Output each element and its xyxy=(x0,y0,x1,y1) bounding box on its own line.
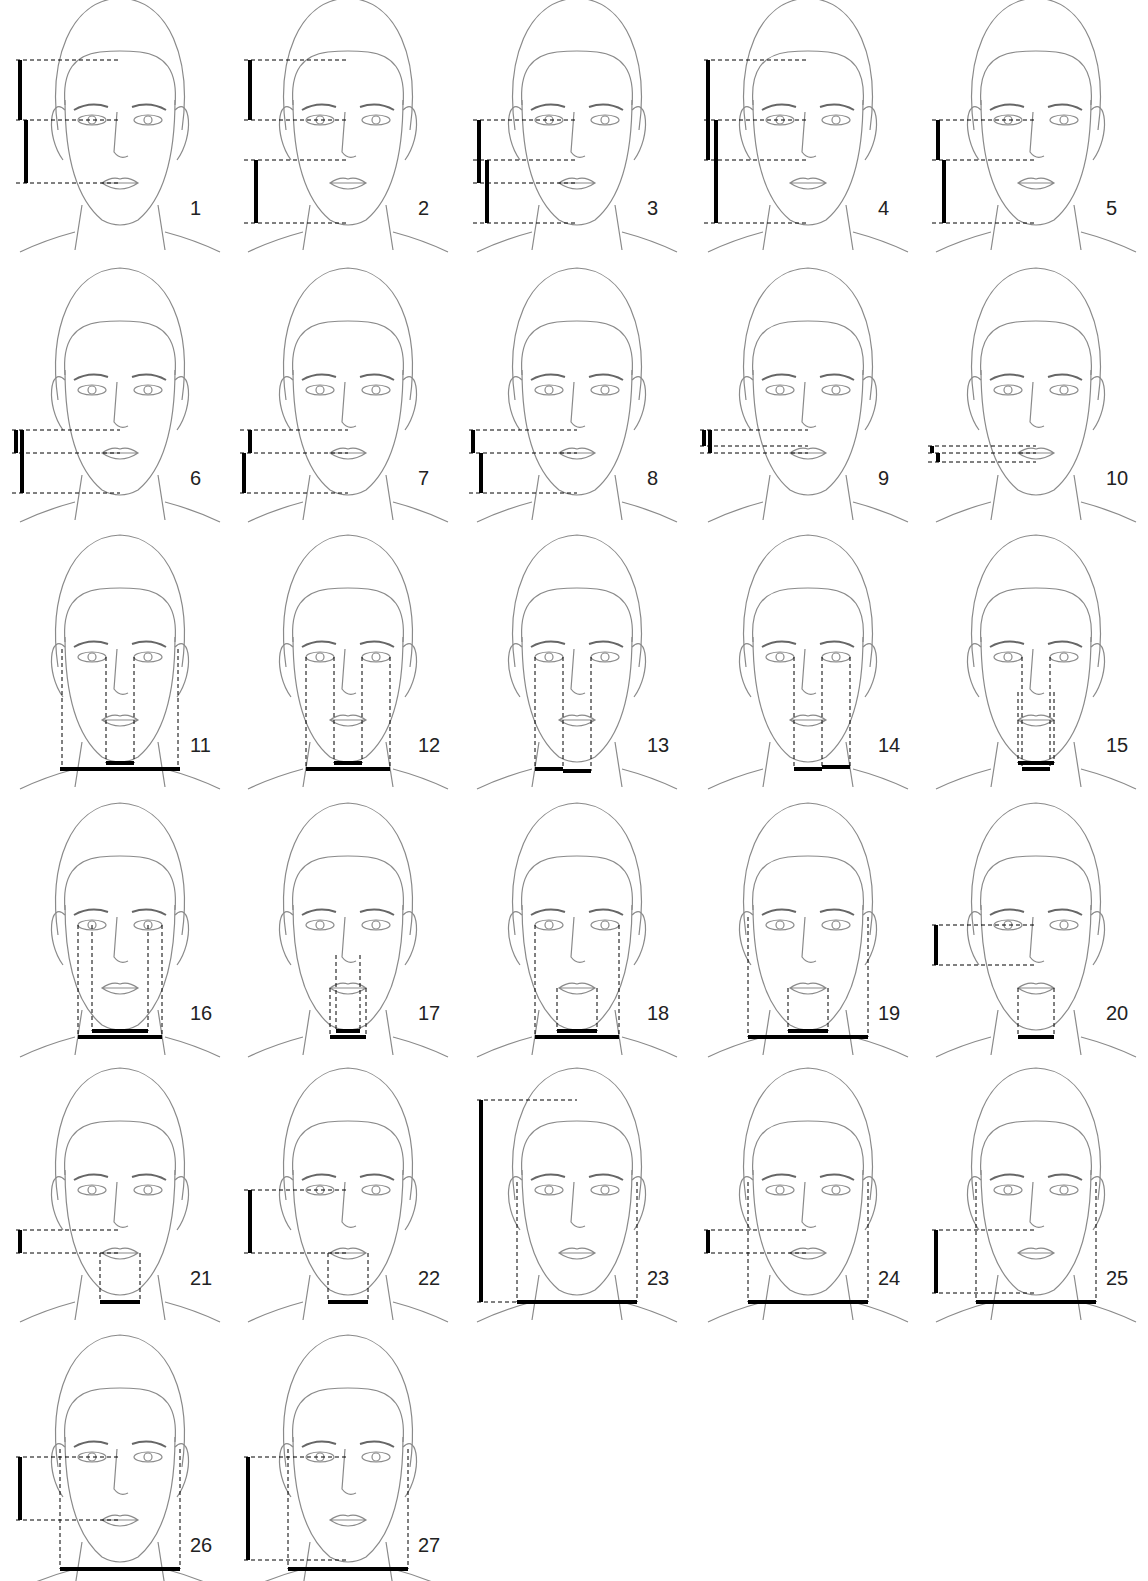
face-panel xyxy=(244,1335,448,1581)
face-panel xyxy=(932,1068,1136,1322)
face-panel xyxy=(12,268,220,522)
callout-number: 10 xyxy=(1106,467,1128,490)
face-panel xyxy=(16,1335,220,1581)
callout-number: 5 xyxy=(1106,197,1117,220)
callout-number: 9 xyxy=(878,467,889,490)
callout-number: 17 xyxy=(418,1002,440,1025)
face-panel xyxy=(469,268,677,522)
face-panel xyxy=(244,1068,448,1322)
callout-number: 12 xyxy=(418,734,440,757)
callout-number: 22 xyxy=(418,1267,440,1290)
callout-number: 19 xyxy=(878,1002,900,1025)
face-panel xyxy=(248,535,448,789)
callout-number: 6 xyxy=(190,467,201,490)
face-panel xyxy=(473,0,677,252)
face-panel xyxy=(20,803,220,1057)
callout-number: 2 xyxy=(418,197,429,220)
face-panel xyxy=(708,535,908,789)
callout-number: 15 xyxy=(1106,734,1128,757)
face-panel xyxy=(932,0,1136,252)
face-panel xyxy=(248,803,448,1057)
callout-number: 26 xyxy=(190,1534,212,1557)
face-panel xyxy=(708,803,908,1057)
callout-number: 18 xyxy=(647,1002,669,1025)
face-panel xyxy=(240,268,448,522)
callout-number: 27 xyxy=(418,1534,440,1557)
callout-number: 8 xyxy=(647,467,658,490)
callout-number: 11 xyxy=(190,734,211,757)
face-panel xyxy=(244,0,448,252)
callout-number: 21 xyxy=(190,1267,212,1290)
face-panel xyxy=(936,535,1136,789)
callout-number: 16 xyxy=(190,1002,212,1025)
face-panel xyxy=(932,803,1136,1057)
face-panel xyxy=(16,1068,220,1322)
callout-number: 23 xyxy=(647,1267,669,1290)
face-panel xyxy=(700,268,908,522)
callout-number: 13 xyxy=(647,734,669,757)
callout-number: 25 xyxy=(1106,1267,1128,1290)
callout-number: 14 xyxy=(878,734,900,757)
face-panel xyxy=(477,535,677,789)
face-panel xyxy=(16,0,220,252)
face-panel xyxy=(928,268,1136,522)
face-panel xyxy=(477,1068,677,1322)
callout-number: 4 xyxy=(878,197,889,220)
face-panel xyxy=(704,0,908,252)
callout-number: 20 xyxy=(1106,1002,1128,1025)
callout-number: 3 xyxy=(647,197,658,220)
callout-number: 1 xyxy=(190,197,201,220)
face-panel xyxy=(477,803,677,1057)
callout-number: 24 xyxy=(878,1267,900,1290)
face-panel xyxy=(20,535,220,789)
face-panel xyxy=(704,1068,908,1322)
callout-number: 7 xyxy=(418,467,429,490)
